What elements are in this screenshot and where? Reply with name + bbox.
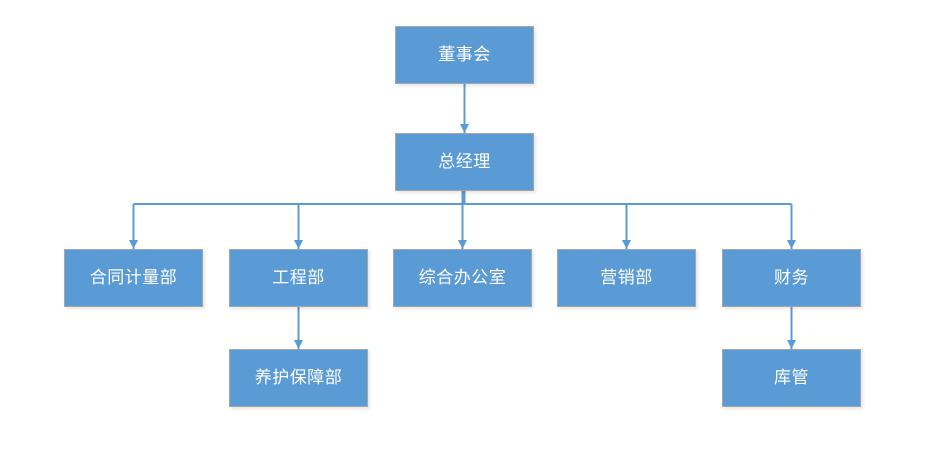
org-node-label: 董事会 bbox=[438, 44, 491, 65]
org-node-label: 库管 bbox=[774, 367, 809, 388]
org-node-label: 工程部 bbox=[272, 267, 325, 288]
org-node-general-manager[interactable]: 总经理 bbox=[395, 133, 534, 191]
org-node-label: 合同计量部 bbox=[89, 267, 178, 288]
org-node-warehouse[interactable]: 库管 bbox=[722, 349, 861, 407]
org-node-marketing[interactable]: 营销部 bbox=[557, 249, 696, 307]
org-node-board[interactable]: 董事会 bbox=[395, 26, 534, 84]
org-node-label: 养护保障部 bbox=[254, 367, 343, 388]
org-node-label: 总经理 bbox=[438, 151, 491, 172]
org-node-label: 综合办公室 bbox=[418, 267, 507, 288]
org-node-finance[interactable]: 财务 bbox=[722, 249, 861, 307]
org-node-contract-measurement[interactable]: 合同计量部 bbox=[64, 249, 203, 307]
org-node-maintenance-support[interactable]: 养护保障部 bbox=[229, 349, 368, 407]
org-node-engineering[interactable]: 工程部 bbox=[229, 249, 368, 307]
org-node-general-office[interactable]: 综合办公室 bbox=[393, 249, 532, 307]
org-node-label: 财务 bbox=[774, 267, 809, 288]
org-node-label: 营销部 bbox=[600, 267, 653, 288]
